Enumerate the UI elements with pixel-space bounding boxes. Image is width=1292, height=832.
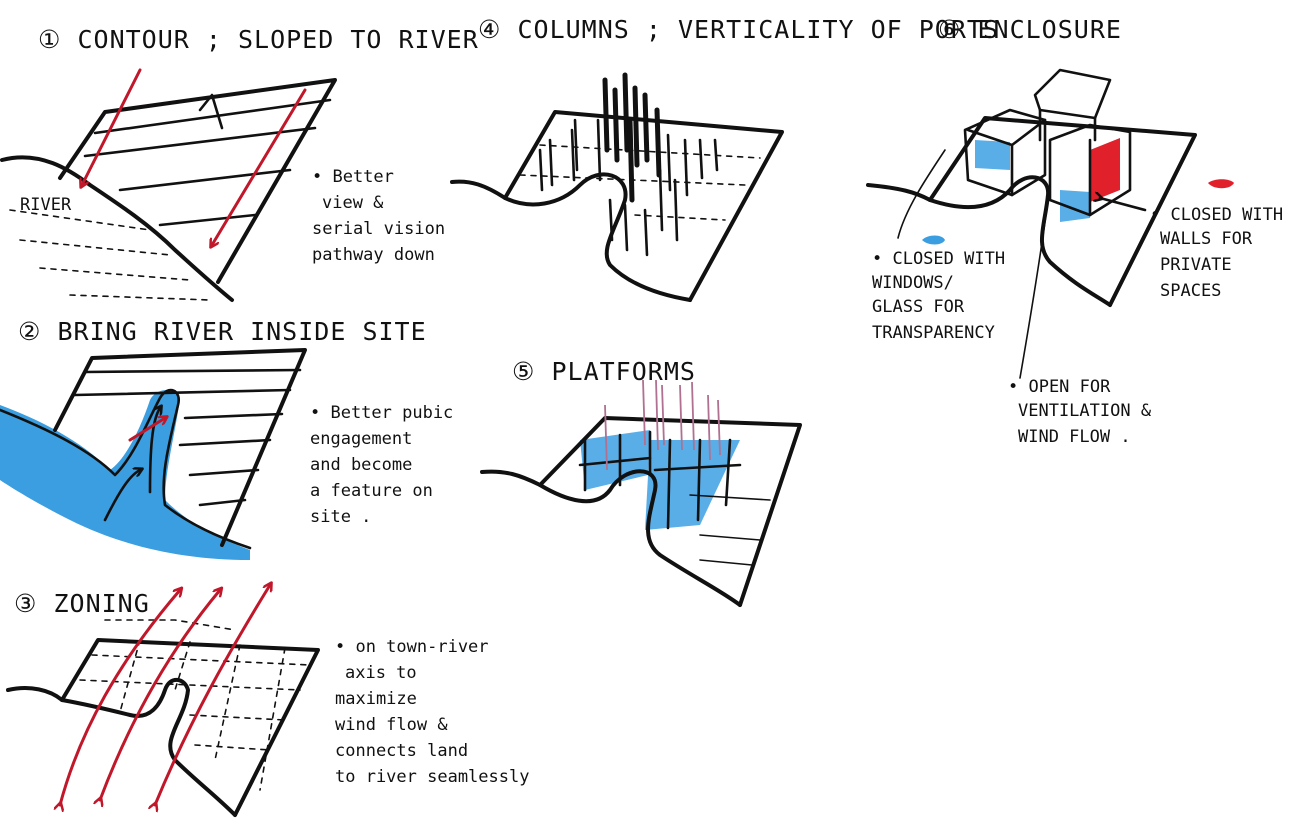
panel-zoning: ③ ZONING • on town-river axis to maximiz…	[6, 585, 529, 817]
panel-zoning-title: ③ ZONING	[14, 589, 150, 618]
glass-note-line: TRANSPARENCY	[872, 323, 995, 343]
glass-legend-swatch	[922, 235, 945, 245]
zoning-note-line: wind flow &	[335, 715, 448, 735]
wall-legend-swatch	[1208, 179, 1234, 189]
river-inside-note-line: a feature on	[310, 481, 433, 501]
contour-note-line: serial vision	[312, 219, 445, 239]
contour-note-line: pathway down	[312, 245, 435, 265]
panel-contour-title: ① CONTOUR ; SLOPED TO RIVER	[38, 25, 479, 54]
platforms-sketch	[480, 379, 802, 607]
wall-note-line: WALLS FOR	[1160, 229, 1253, 249]
glass-note-line: • CLOSED WITH	[872, 249, 1005, 269]
open-note-line: • OPEN FOR	[1008, 377, 1111, 397]
panel-river-inside-title: ② BRING RIVER INSIDE SITE	[18, 317, 427, 346]
panel-platforms: ⑤ PLATFORMS	[480, 357, 802, 607]
glass-note-line: GLASS FOR	[872, 297, 965, 317]
zoning-note-line: axis to	[345, 663, 417, 683]
open-note-line: VENTILATION &	[1018, 401, 1152, 421]
panel-platforms-title: ⑤ PLATFORMS	[512, 357, 696, 386]
river-inside-note-line: engagement	[310, 429, 412, 449]
open-note-line: WIND FLOW .	[1018, 427, 1131, 447]
river-inside-note-line: • Better pubic	[310, 403, 453, 423]
zoning-note-line: maximize	[335, 689, 417, 709]
panel-contour: ① CONTOUR ; SLOPED TO RIVER RIVER • Bett…	[0, 25, 479, 302]
glass-note-line: WINDOWS/	[872, 273, 954, 293]
enclosure-sketch	[866, 68, 1197, 379]
wall-note-line: • CLOSED WITH	[1150, 205, 1283, 225]
river-inside-note-line: site .	[310, 507, 371, 527]
enclosure-note-glass: • CLOSED WITH WINDOWS/ GLASS FOR TRANSPA…	[872, 249, 1005, 343]
zoning-note-line: • on town-river	[335, 637, 489, 657]
columns-sketch	[450, 72, 784, 302]
river-inside-sketch	[0, 348, 307, 560]
panel-enclosure: ⑥ ENCLOSURE • CLOSED WITH WINDOWS/ GLA	[866, 15, 1283, 447]
wall-note-line: SPACES	[1160, 281, 1221, 301]
wall-note-line: PRIVATE	[1160, 255, 1232, 275]
panel-zoning-note: • on town-river axis to maximize wind fl…	[335, 637, 529, 787]
panel-columns: ④ COLUMNS ; VERTICALITY OF PORTS	[450, 15, 999, 302]
contour-note-line: • Better	[312, 167, 394, 187]
contour-note-line: view &	[322, 193, 384, 213]
zoning-note-line: to river seamlessly	[335, 767, 529, 787]
river-inside-note-line: and become	[310, 455, 412, 475]
zoning-sketch	[6, 585, 320, 817]
panel-enclosure-title: ⑥ ENCLOSURE	[938, 15, 1122, 44]
contour-terrain-sketch	[0, 68, 337, 302]
river-label: RIVER	[20, 195, 72, 215]
panel-river-inside: ② BRING RIVER INSIDE SITE • Better pubic…	[0, 317, 453, 560]
enclosure-note-wall: • CLOSED WITH WALLS FOR PRIVATE SPACES	[1150, 205, 1283, 301]
panel-contour-note: • Better view & serial vision pathway do…	[312, 167, 445, 265]
panel-columns-title: ④ COLUMNS ; VERTICALITY OF PORTS	[478, 15, 999, 44]
enclosure-note-open: • OPEN FOR VENTILATION & WIND FLOW .	[1008, 377, 1152, 447]
panel-river-inside-note: • Better pubic engagement and become a f…	[310, 403, 453, 527]
zoning-note-line: connects land	[335, 741, 468, 761]
